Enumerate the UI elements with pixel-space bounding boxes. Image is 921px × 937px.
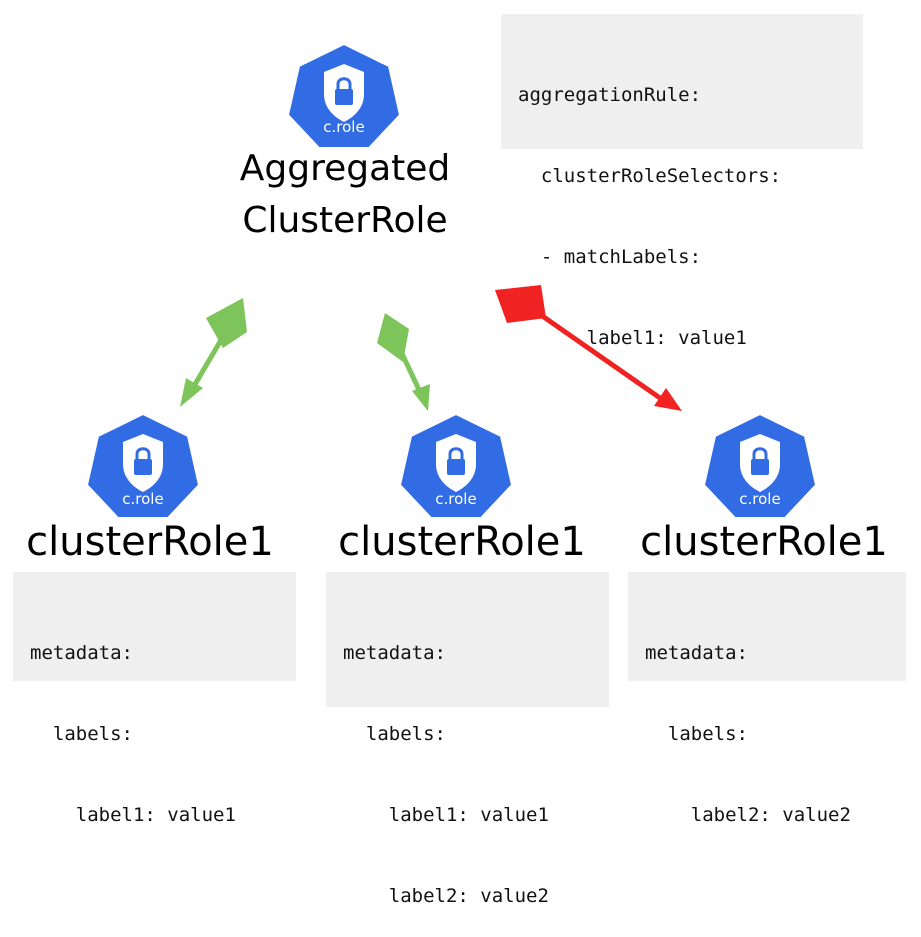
aggregated-title-line2: ClusterRole (242, 200, 448, 241)
code-line: labels: (30, 723, 133, 745)
arrows-layer (180, 285, 682, 411)
green-arrow-left (180, 298, 247, 407)
clusterrole-title-1: clusterRole1 (26, 519, 274, 565)
icon-label: c.role (122, 490, 164, 508)
clusterrole-code-box-1: metadata: labels: label1: value1 (13, 572, 296, 826)
code-line: aggregationRule: (518, 84, 702, 106)
code-line: metadata: (645, 642, 748, 664)
code-line: label1: value1 (343, 804, 549, 826)
heptagon-lock-icon (398, 412, 514, 519)
aggregated-title-line1: Aggregated (239, 148, 451, 189)
icon-label: c.role (323, 118, 365, 136)
clusterrole-code-box-2: metadata: labels: label1: value1 label2:… (326, 572, 609, 907)
aggregation-rule-code-box: aggregationRule: clusterRoleSelectors: -… (501, 14, 863, 349)
green-arrow-middle (377, 313, 430, 411)
clusterrole-title-2: clusterRole1 (338, 519, 586, 565)
code-line: clusterRoleSelectors: (518, 165, 782, 187)
clusterrole-icon-3: c.role (702, 412, 818, 520)
icon-label: c.role (435, 490, 477, 508)
code-line: label1: value1 (30, 804, 236, 826)
clusterrole-icon-1: c.role (85, 412, 201, 520)
clusterrole-title-3: clusterRole1 (640, 519, 888, 565)
icon-label: c.role (739, 490, 781, 508)
heptagon-lock-icon (85, 412, 201, 519)
heptagon-lock-icon (702, 412, 818, 519)
code-line: label2: value2 (645, 804, 851, 826)
code-line: labels: (645, 723, 748, 745)
clusterrole-code-box-3: metadata: labels: label2: value2 (628, 572, 906, 826)
code-line: - matchLabels: (518, 246, 702, 268)
aggregated-clusterrole-icon: c.role (286, 42, 402, 150)
red-arrow (495, 285, 682, 411)
clusterrole-icon-2: c.role (398, 412, 514, 520)
code-line: metadata: (30, 642, 133, 664)
code-line: label1: value1 (518, 327, 747, 349)
code-line: metadata: (343, 642, 446, 664)
code-line: labels: (343, 723, 446, 745)
code-line: label2: value2 (343, 885, 549, 907)
heptagon-lock-icon (286, 42, 402, 149)
